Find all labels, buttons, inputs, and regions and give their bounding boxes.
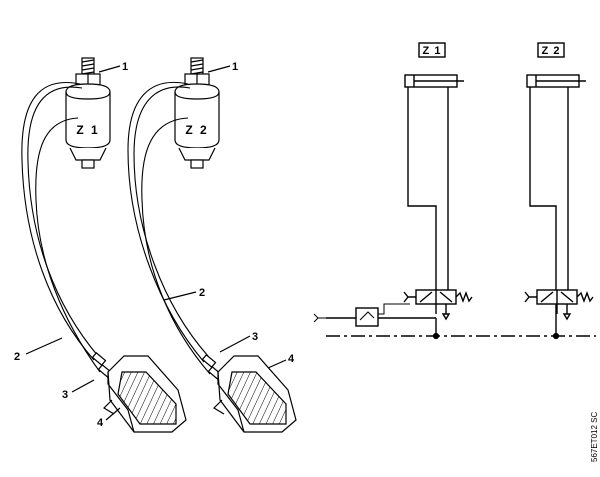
solenoid-valve-z2 — [174, 57, 220, 169]
leader-2a — [25, 337, 63, 355]
leader-3b — [219, 335, 251, 353]
leader-4a — [105, 407, 121, 421]
valve-z2-symbol — [524, 289, 594, 321]
callout-4b: 4 — [288, 353, 295, 365]
foot-pedal-2 — [213, 355, 297, 433]
leader-2b — [163, 291, 197, 301]
hose-pair-2 — [127, 81, 211, 375]
solenoid-valve-z1 — [65, 57, 111, 169]
leader-3a — [71, 379, 95, 393]
cylinder-z2-label-box — [537, 42, 565, 58]
schematic-z2-label: Z 2 — [542, 45, 561, 57]
cylinder-z1-label-box — [418, 42, 446, 58]
filter-regulator-symbol — [355, 307, 379, 327]
schematic-z1-label: Z 1 — [423, 45, 442, 57]
callout-1a: 1 — [122, 61, 128, 73]
callout-2b: 2 — [199, 287, 205, 299]
valve-z2-label: Z 2 — [185, 123, 208, 137]
foot-pedal-1 — [103, 355, 187, 433]
leader-1a — [98, 65, 121, 73]
leader-4b — [267, 359, 287, 369]
leader-1b — [207, 65, 231, 73]
pictorial-valves — [21, 57, 297, 433]
callout-4a: 4 — [97, 417, 104, 429]
reference-code: 567ET012 SC — [590, 412, 599, 462]
cylinder-z2 — [526, 74, 586, 290]
callout-3b: 3 — [252, 331, 258, 343]
valve-z1-symbol — [403, 289, 473, 321]
callout-1b: 1 — [232, 61, 238, 73]
callout-2a: 2 — [14, 351, 20, 363]
cylinder-z1 — [404, 74, 464, 290]
junction-z1 — [432, 332, 440, 340]
supply-line — [313, 303, 437, 334]
pneumatic-schematic — [313, 42, 596, 340]
hose-pair-1 — [21, 82, 101, 373]
valve-z1-label: Z 1 — [76, 123, 99, 137]
callout-3a: 3 — [62, 389, 68, 401]
